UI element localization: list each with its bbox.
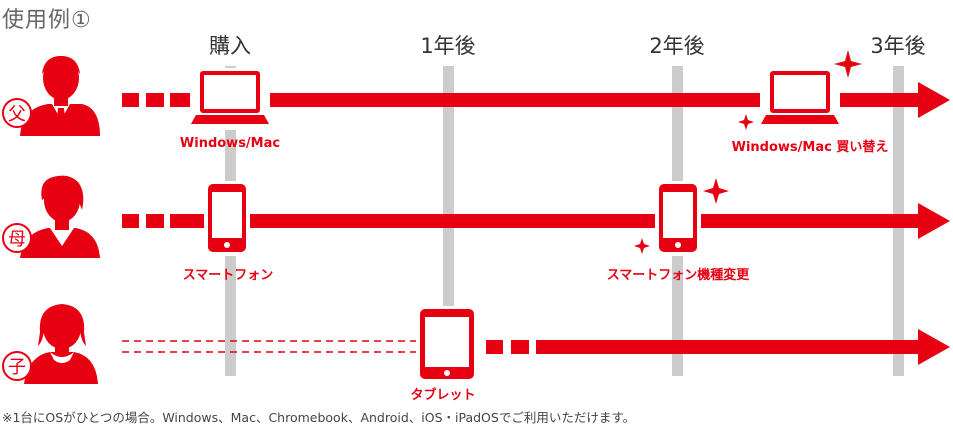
page-title: 使用例① — [2, 8, 92, 33]
milestone-label-3yr: 3年後 — [870, 34, 926, 58]
milestone-label-1yr: 1年後 — [420, 34, 476, 58]
role-badge-father: 父 — [2, 98, 32, 128]
role-label-mother: 母 — [8, 229, 26, 250]
timeline-arrow-father — [122, 82, 950, 118]
device-label-laptop-replace: Windows/Mac 買い替え — [731, 140, 889, 155]
smartphone-icon — [204, 181, 250, 256]
laptop-icon — [190, 68, 270, 130]
milestone-label-purchase: 購入 — [209, 34, 251, 58]
timeline-arrow-mother — [122, 203, 950, 239]
footnote: ※1台にOSがひとつの場合。Windows、Mac、Chromebook、And… — [2, 410, 636, 425]
device-label-phone-purchase: スマートフォン — [182, 268, 274, 283]
laptop-icon — [760, 68, 840, 130]
milestone-label-2yr: 2年後 — [649, 34, 705, 58]
device-label-laptop-purchase: Windows/Mac — [179, 136, 281, 151]
timeline-arrow-child — [486, 329, 950, 365]
sparkle-icon — [634, 238, 650, 254]
mother-avatar-icon — [20, 175, 100, 258]
smartphone-icon — [655, 181, 701, 256]
child-avatar-icon — [24, 304, 98, 384]
sparkle-icon — [703, 178, 729, 204]
father-avatar-icon — [20, 56, 100, 136]
role-label-father: 父 — [8, 104, 26, 125]
device-label-phone-change: スマートフォン機種変更 — [606, 268, 750, 283]
sparkle-icon — [834, 50, 862, 78]
sparkle-icon — [738, 114, 754, 130]
role-label-child: 子 — [8, 357, 26, 378]
tablet-icon — [416, 306, 478, 382]
device-label-tablet: タブレット — [410, 388, 476, 403]
role-badge-mother: 母 — [2, 223, 32, 253]
timeline-dashed-child — [122, 340, 420, 353]
role-badge-child: 子 — [2, 351, 32, 381]
